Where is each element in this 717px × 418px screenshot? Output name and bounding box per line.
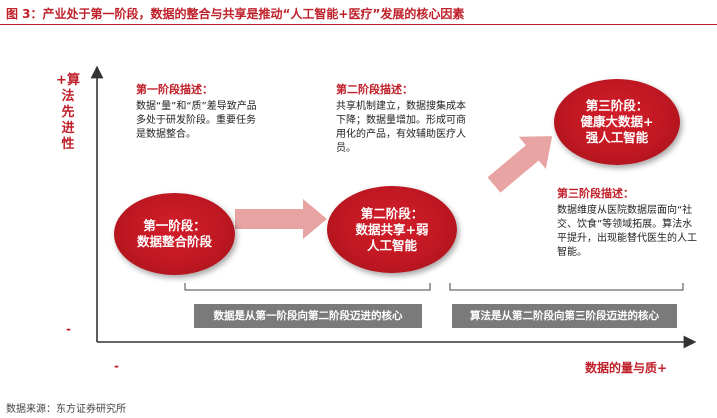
figure-title: 图 3：产业处于第一阶段，数据的整合与共享是推动“人工智能+医疗”发展的核心因素 [6, 7, 465, 21]
transition2-bar: 算法是从第二阶段向第三阶段迈进的核心 [452, 304, 677, 328]
stage2-desc-title: 第二阶段描述： [336, 83, 413, 96]
arrow-stage1-to-stage2 [235, 199, 327, 239]
data-source: 数据来源：东方证券研究所 [6, 404, 126, 415]
y-axis-low-marker: - [66, 322, 71, 336]
y-axis-label: +算法先进性 [56, 73, 80, 152]
stage3-desc-text: 数据维度从医院数据层面向“社交、饮食”等领域拓展。算法水平提升，出现能替代医生的… [557, 205, 697, 258]
stage2-oval: 第二阶段： 数据共享+弱 人工智能 [327, 186, 457, 273]
stage1-desc-text: 数据“量”和“质”差导致产品多处于研发阶段。重要任务是数据整合。 [136, 101, 257, 140]
stage3-desc-title: 第三阶段描述： [557, 187, 634, 200]
bracket-stage1-2 [184, 283, 431, 291]
stage1-oval: 第一阶段： 数据整合阶段 [114, 193, 235, 275]
x-axis-label: 数据的量与质+ [585, 361, 668, 375]
stage1-label: 第一阶段： 数据整合阶段 [136, 218, 212, 249]
stage2-desc-text: 共享机制建立，数据搜集成本下降；数据量增加。形成可商用化的产品，有效辅助医疗人员… [336, 101, 466, 154]
bracket-stage2-3 [449, 283, 684, 291]
stage1-desc-title: 第一阶段描述： [136, 83, 213, 96]
x-axis-low-marker: - [114, 359, 119, 373]
stage3-oval: 第三阶段： 健康大数据+ 强人工智能 [554, 79, 680, 165]
stage2-label: 第二阶段： 数据共享+弱 人工智能 [355, 205, 429, 253]
arrow-stage2-to-stage3 [487, 136, 553, 193]
title-divider [0, 24, 717, 25]
stage3-label: 第三阶段： 健康大数据+ 强人工智能 [580, 98, 654, 145]
transition1-bar: 数据是从第一阶段向第二阶段迈进的核心 [194, 304, 422, 328]
